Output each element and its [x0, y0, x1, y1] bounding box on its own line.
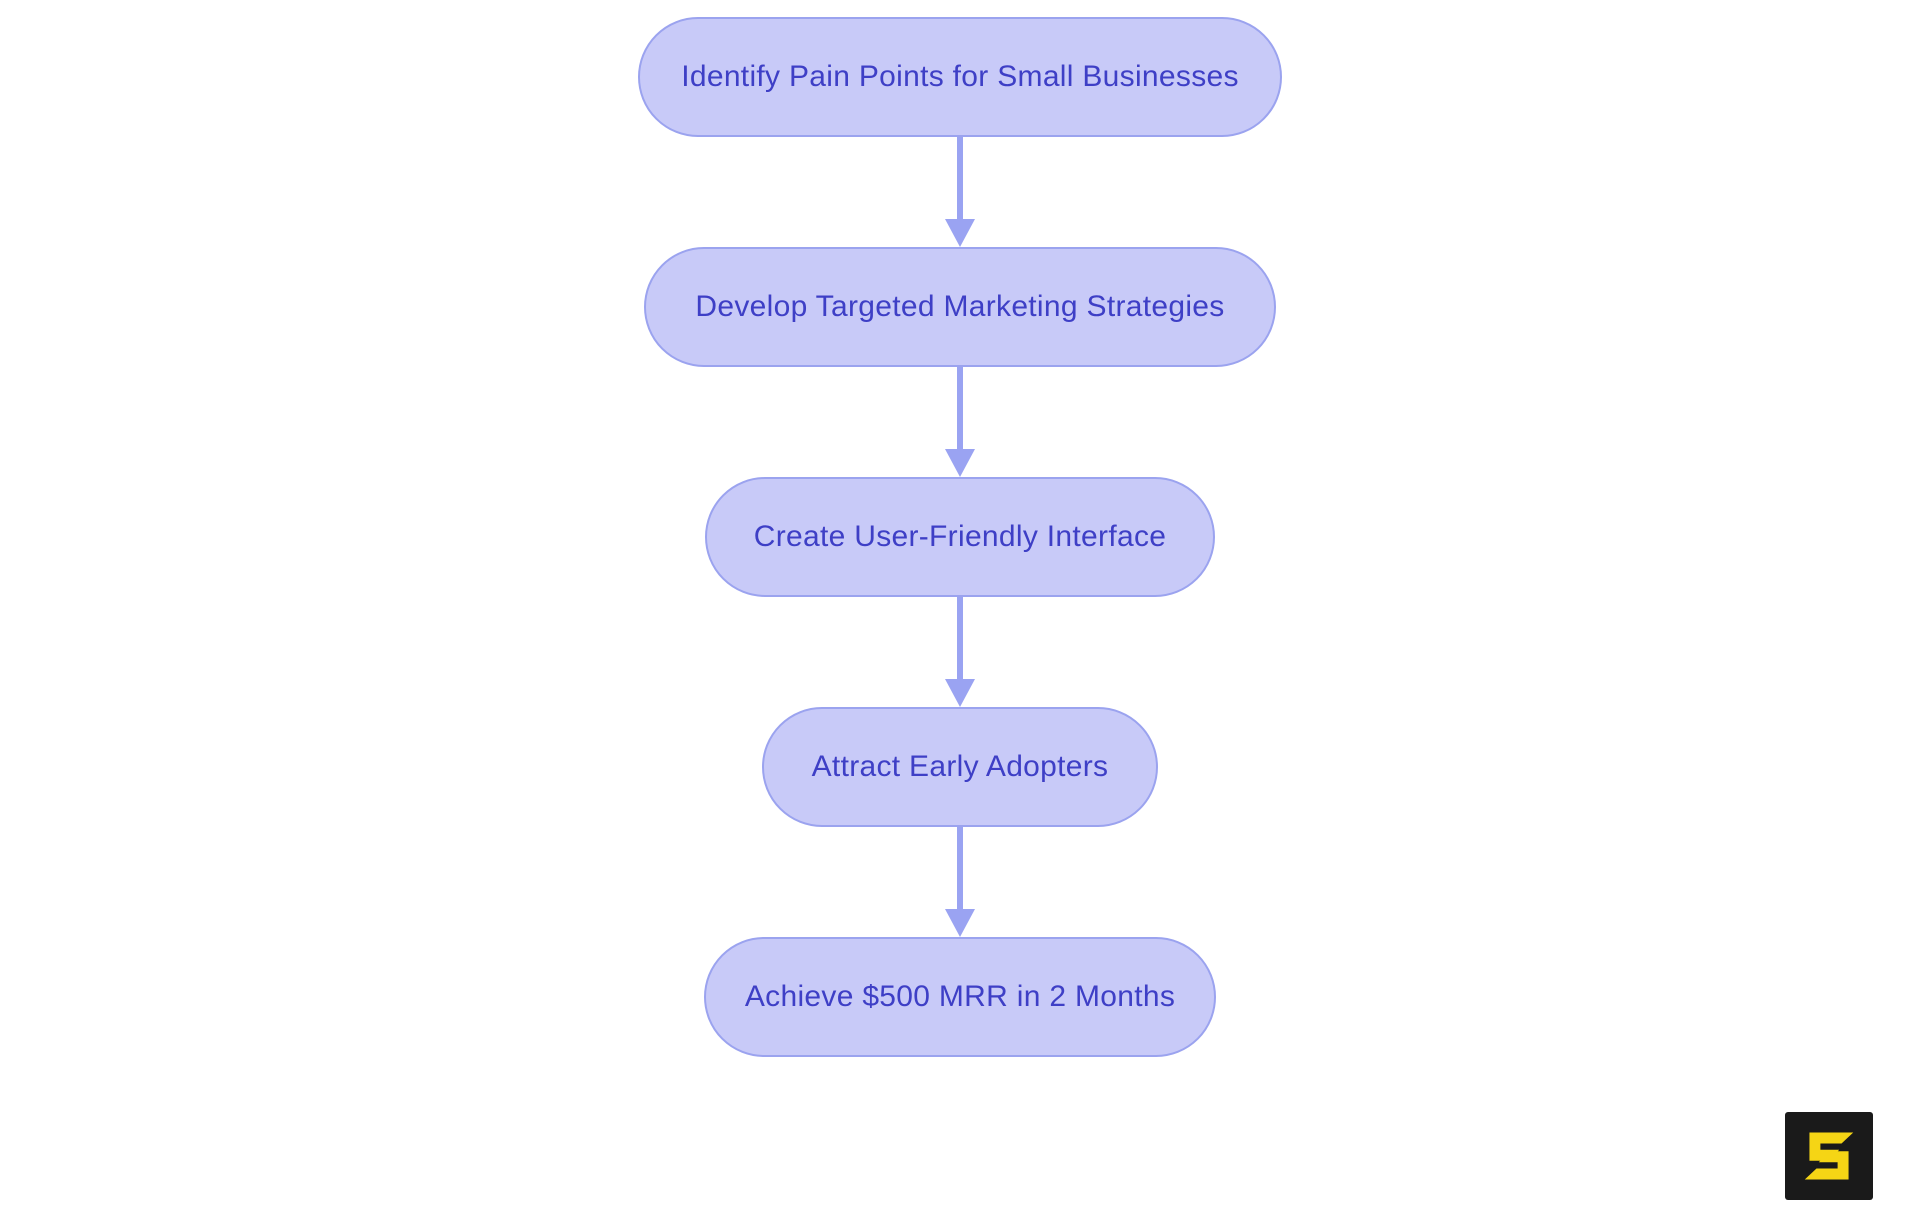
flow-node-develop-marketing: Develop Targeted Marketing Strategies	[644, 247, 1276, 367]
flow-arrow-3	[945, 597, 975, 707]
flow-node-label: Achieve $500 MRR in 2 Months	[744, 980, 1176, 1013]
flow-arrow-4	[945, 827, 975, 937]
brand-logo	[1785, 1112, 1873, 1200]
flow-node-user-friendly-interface: Create User-Friendly Interface	[705, 477, 1215, 597]
flow-arrow-1	[945, 137, 975, 247]
flow-node-label: Attract Early Adopters	[811, 750, 1109, 783]
s-logo-icon	[1804, 1132, 1854, 1180]
flow-node-label: Identify Pain Points for Small Businesse…	[681, 60, 1239, 93]
flow-node-mrr-goal: Achieve $500 MRR in 2 Months	[704, 937, 1216, 1057]
flow-arrow-2	[945, 367, 975, 477]
flow-node-label: Develop Targeted Marketing Strategies	[695, 290, 1225, 323]
flow-node-label: Create User-Friendly Interface	[753, 520, 1167, 553]
flow-node-identify-pain-points: Identify Pain Points for Small Businesse…	[638, 17, 1282, 137]
flow-node-early-adopters: Attract Early Adopters	[762, 707, 1158, 827]
